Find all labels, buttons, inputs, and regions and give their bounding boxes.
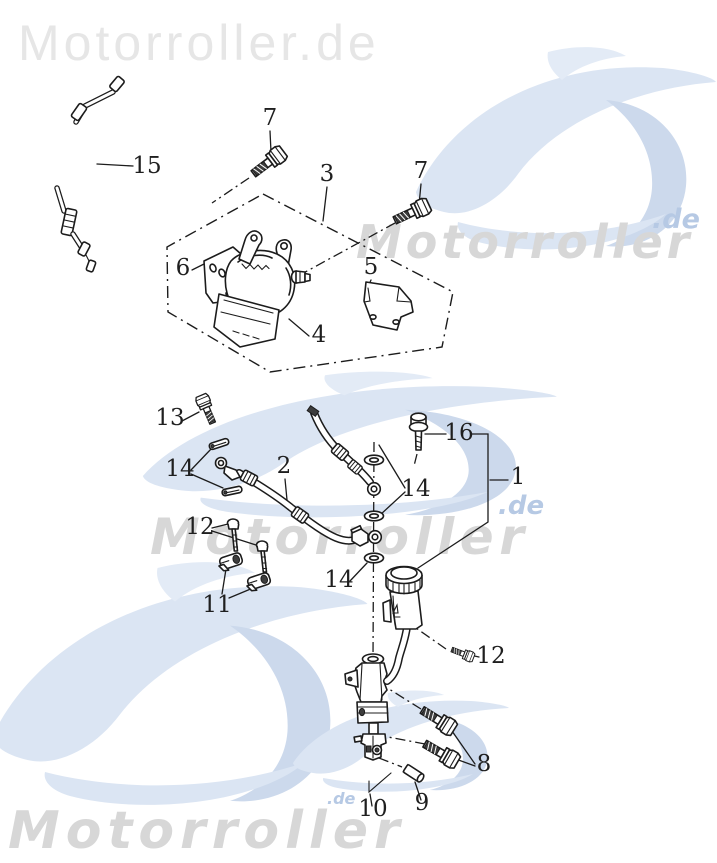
banjo-elbow xyxy=(351,528,369,547)
reservoir-cap xyxy=(385,565,423,595)
part-label-12-right: 12 xyxy=(476,643,505,669)
part-label-14-bottom: 14 xyxy=(324,567,353,593)
brake-caliper-assembly xyxy=(203,230,311,348)
part-label-2: 2 xyxy=(277,453,292,479)
caliper-lever-spring xyxy=(238,230,270,271)
part-label-14-right: 14 xyxy=(401,476,430,502)
part-label-6: 6 xyxy=(176,255,191,281)
part-label-15: 15 xyxy=(132,153,161,179)
pin-part-9 xyxy=(402,763,425,783)
brake-hose-part-2 xyxy=(214,404,374,547)
caliper-group-outline xyxy=(166,193,454,373)
watermark-bottom: Motorroller xyxy=(8,801,406,861)
banjo-fitting-left xyxy=(223,465,241,481)
cotter-pin-part-10 xyxy=(368,772,392,794)
watermark-middle-de: .de xyxy=(498,491,544,521)
reservoir xyxy=(382,565,423,685)
leader-lines xyxy=(96,130,509,807)
caliper-adjuster xyxy=(290,270,311,284)
pad-bracket-part-5 xyxy=(363,281,414,331)
part-label-9: 9 xyxy=(415,790,430,816)
part-label-5: 5 xyxy=(364,254,379,280)
part-label-16: 16 xyxy=(444,420,473,446)
bolt-part-13 xyxy=(194,392,220,427)
part-label-12-left: 12 xyxy=(185,514,214,540)
watermark-bottom-de: .de xyxy=(327,789,356,808)
part-label-14-left: 14 xyxy=(165,456,194,482)
part-label-3: 3 xyxy=(320,161,335,187)
watermark-top-right: Motorroller xyxy=(356,215,693,269)
screws-part-12-left xyxy=(226,518,269,573)
part-label-7-right: 7 xyxy=(414,158,429,184)
bolt-part-7-left xyxy=(247,143,290,182)
part-label-1: 1 xyxy=(511,464,526,490)
master-cylinder xyxy=(344,653,389,761)
part-label-10: 10 xyxy=(358,796,387,822)
site-logo-text: Motorroller.de xyxy=(18,15,380,71)
callout-labels: 15 7 3 7 6 5 4 13 14 2 16 1 14 12 11 14 … xyxy=(132,105,525,822)
construction-lines xyxy=(166,177,454,768)
part-label-8: 8 xyxy=(477,751,492,777)
caliper-pads xyxy=(213,293,280,348)
part-label-4: 4 xyxy=(312,322,327,348)
watermark-top-right-de: .de xyxy=(652,204,700,235)
cable-part-15 xyxy=(39,75,125,273)
banjo-bolt-part-16 xyxy=(408,412,429,451)
part-label-13: 13 xyxy=(155,405,184,431)
part-label-7-left: 7 xyxy=(263,105,278,131)
part-label-11: 11 xyxy=(202,592,231,618)
hose-end-cap xyxy=(306,404,320,418)
screw-part-12-right xyxy=(449,644,476,664)
